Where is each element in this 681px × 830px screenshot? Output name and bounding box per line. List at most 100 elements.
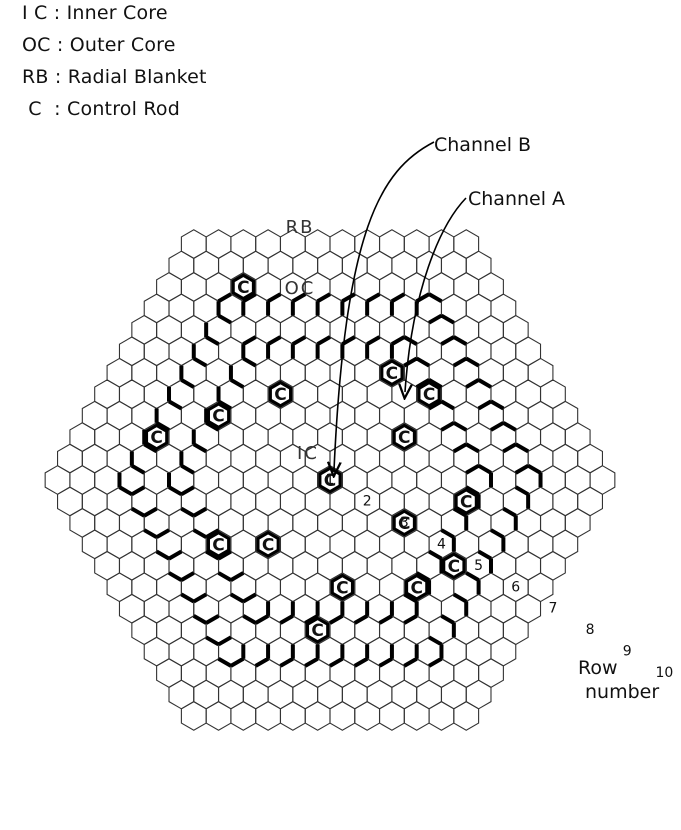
fuel-assembly-cell xyxy=(230,443,257,474)
fuel-assembly-cell xyxy=(329,529,356,560)
fuel-assembly-cell xyxy=(478,272,504,302)
row-number: 10 xyxy=(655,665,673,681)
fuel-assembly-cell xyxy=(205,443,232,474)
fuel-assembly-cell xyxy=(317,679,343,710)
fuel-assembly-cell xyxy=(453,701,480,731)
fuel-assembly-cell xyxy=(292,507,319,538)
fuel-assembly-cell xyxy=(440,250,467,281)
fuel-assembly-cell xyxy=(131,615,158,646)
fuel-assembly-cell xyxy=(180,701,207,731)
fuel-assembly-cell xyxy=(428,701,455,731)
fuel-assembly-cell xyxy=(502,529,529,560)
fuel-assembly-cell xyxy=(230,400,257,431)
fuel-assembly-cell xyxy=(168,636,195,667)
fuel-assembly-cell xyxy=(440,465,467,495)
fuel-assembly-cell xyxy=(317,550,343,581)
fuel-assembly-cell xyxy=(56,486,83,517)
fuel-assembly-cell xyxy=(180,272,207,302)
fuel-assembly-cell xyxy=(69,465,96,495)
zone-label-outer-core: OC xyxy=(285,278,316,299)
fuel-assembly-cell xyxy=(193,250,220,281)
row-number: 2 xyxy=(363,493,372,509)
fuel-assembly-cell xyxy=(143,465,170,495)
fuel-assembly-cell xyxy=(354,229,381,259)
fuel-assembly-cell xyxy=(329,229,356,259)
fuel-assembly-cell xyxy=(267,550,294,581)
fuel-assembly-cell xyxy=(391,379,418,410)
control-rod-letter: C xyxy=(150,428,162,448)
fuel-assembly-cell xyxy=(279,400,306,431)
fuel-assembly-cell xyxy=(341,679,368,710)
fuel-assembly-cell xyxy=(267,507,294,538)
control-rod-letter: C xyxy=(212,407,224,427)
fuel-assembly-cell xyxy=(168,422,195,453)
fuel-assembly-cell xyxy=(131,572,158,603)
fuel-assembly-cell xyxy=(81,400,108,431)
fuel-assembly-cell xyxy=(94,465,121,495)
fuel-assembly-cell xyxy=(81,486,108,517)
channel-a-label: Channel A xyxy=(468,188,565,210)
fuel-assembly-cell xyxy=(478,486,504,517)
fuel-assembly-cell xyxy=(168,336,195,367)
fuel-assembly-cell xyxy=(217,507,244,538)
fuel-assembly-cell xyxy=(255,443,282,474)
fuel-assembly-cell xyxy=(478,658,504,688)
fuel-assembly-cell xyxy=(378,529,405,560)
fuel-assembly-cell xyxy=(577,486,604,517)
control-rod-letter: C xyxy=(237,278,249,298)
fuel-assembly-cell xyxy=(539,550,566,581)
fuel-assembly-cell xyxy=(156,314,182,345)
fuel-assembly-cell xyxy=(242,507,269,538)
fuel-assembly-cell xyxy=(440,636,467,667)
fuel-assembly-cell xyxy=(552,529,579,560)
fuel-assembly-cell xyxy=(267,250,294,281)
fuel-assembly-cell xyxy=(143,293,170,324)
fuel-assembly-cell xyxy=(552,443,579,474)
fuel-assembly-cell xyxy=(317,422,343,453)
fuel-assembly-cell xyxy=(416,507,443,538)
control-rod-cell xyxy=(404,573,429,601)
control-rod-cell xyxy=(144,423,169,451)
fuel-assembly-cell xyxy=(255,229,282,259)
fuel-assembly-cell xyxy=(341,550,368,581)
fuel-assembly-cell xyxy=(156,658,182,688)
fuel-assembly-cell xyxy=(106,357,133,388)
control-rod-letter: C xyxy=(262,535,274,555)
fuel-assembly-cell xyxy=(205,701,232,731)
fuel-assembly-cell xyxy=(341,379,368,410)
control-rod-letter: C xyxy=(410,578,422,598)
fuel-assembly-cell xyxy=(453,272,480,302)
fuel-assembly-cell xyxy=(341,422,368,453)
fuel-assembly-cell xyxy=(168,679,195,710)
fuel-assembly-cell xyxy=(143,379,170,410)
fuel-assembly-cell xyxy=(292,250,319,281)
fuel-assembly-cell xyxy=(490,593,517,624)
fuel-assembly-cell xyxy=(217,679,244,710)
fuel-assembly-cell xyxy=(118,593,145,624)
row-number: 6 xyxy=(511,579,520,595)
fuel-assembly-cell xyxy=(304,400,331,431)
control-rod-cell xyxy=(442,552,466,580)
fuel-assembly-cell xyxy=(279,486,306,517)
legend-radial-blanket: RB : Radial Blanket xyxy=(22,66,207,88)
outer-core-boundary xyxy=(117,292,543,668)
fuel-assembly-cell xyxy=(255,357,282,388)
fuel-assembly-cell xyxy=(391,465,418,495)
fuel-assembly-cell xyxy=(180,658,207,688)
fuel-assembly-cell xyxy=(428,443,455,474)
fuel-assembly-cell xyxy=(217,465,244,495)
fuel-assembly-cell xyxy=(255,486,282,517)
control-rod-letter: C xyxy=(212,535,224,555)
fuel-assembly-cell xyxy=(354,443,381,474)
fuel-assembly-cell xyxy=(403,701,430,731)
fuel-assembly-cell xyxy=(354,701,381,731)
inner-core-boundary xyxy=(167,335,493,625)
fuel-assembly-cell xyxy=(416,465,443,495)
row-number: 5 xyxy=(474,558,483,574)
control-rod-cell xyxy=(256,530,280,558)
control-rod-letter: C xyxy=(274,385,286,405)
fuel-assembly-cell xyxy=(279,357,306,388)
fuel-assembly-cell xyxy=(69,507,96,538)
control-rod-letter: C xyxy=(398,428,410,448)
control-rod-cell xyxy=(392,423,417,451)
